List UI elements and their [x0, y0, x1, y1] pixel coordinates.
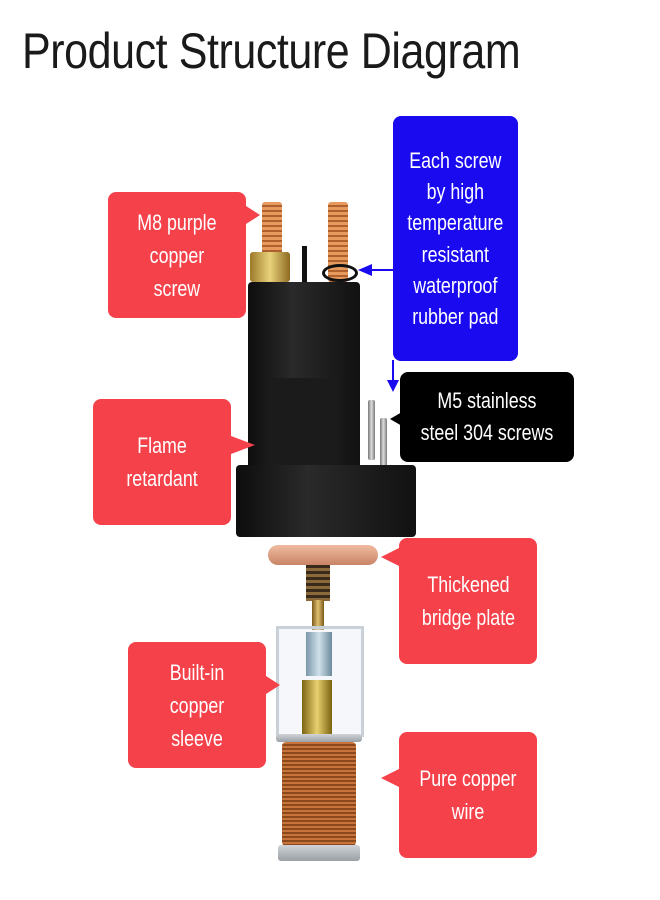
- callout-text: M5 stainless: [437, 388, 537, 414]
- callout-text: sleeve: [171, 725, 223, 751]
- pointer-arrow: [390, 412, 402, 426]
- callout-text: Pure copper: [419, 766, 517, 791]
- pointer-arrow: [246, 206, 260, 224]
- callout-text: resistant: [421, 241, 490, 267]
- callout-text: retardant: [126, 466, 198, 491]
- pointer-arrow: [231, 436, 255, 454]
- copper-coil: [282, 742, 356, 846]
- rubber-pad-ring: [322, 264, 358, 282]
- callout-text: Flame: [137, 433, 187, 458]
- callout-text: screw: [153, 275, 201, 301]
- plunger-rod: [312, 600, 324, 630]
- pointer-arrow: [266, 676, 280, 694]
- m8-screw-right: [328, 202, 348, 282]
- arrow-to-rubber-pad: [372, 269, 394, 271]
- coil-bottom-plate: [278, 845, 360, 861]
- spring: [306, 565, 330, 601]
- callout-text: steel 304 screws: [420, 420, 554, 445]
- hex-nut: [250, 252, 290, 282]
- iron-core: [306, 632, 332, 676]
- pointer-arrow: [381, 769, 399, 787]
- arrow-to-m5: [392, 360, 394, 382]
- pointer-arrow: [381, 548, 399, 566]
- callout-text: wire: [451, 799, 485, 824]
- m5-screw-2: [380, 418, 387, 472]
- callout-copper-wire: Pure copper wire: [399, 732, 537, 858]
- callout-text: by high: [426, 179, 485, 205]
- bridge-plate: [268, 545, 378, 565]
- callout-text: temperature: [407, 210, 504, 236]
- housing-panel: [270, 378, 340, 468]
- m5-screw-1: [368, 400, 375, 460]
- callout-text: copper: [149, 242, 205, 268]
- callout-text: Built-in copper: [169, 659, 225, 718]
- relay-base: [236, 465, 416, 537]
- arrow-head-left-icon: [358, 264, 372, 276]
- callout-text: waterproof: [413, 272, 498, 298]
- callout-m5-screws: M5 stainless steel 304 screws: [400, 372, 574, 462]
- callout-text: Thickened: [426, 572, 510, 597]
- arrow-head-down-icon: [387, 380, 399, 392]
- callout-bridge-plate: Thickened bridge plate: [399, 538, 537, 664]
- callout-text: rubber pad: [412, 303, 499, 329]
- copper-sleeve: [302, 680, 332, 736]
- callout-text: M8 purple: [137, 209, 217, 235]
- m8-screw-left: [262, 202, 282, 264]
- coil-top-plate: [276, 734, 362, 742]
- callout-flame-retardant: Flame retardant: [93, 399, 231, 525]
- callout-rubber-pad: Each screw by high temperature resistant…: [393, 116, 518, 361]
- callout-text: bridge plate: [421, 605, 515, 630]
- callout-copper-sleeve: Built-in copper sleeve: [128, 642, 266, 768]
- page-title: Product Structure Diagram: [22, 23, 521, 79]
- callout-m8-screw: M8 purple copper screw: [108, 192, 246, 318]
- callout-text: Each screw: [409, 147, 502, 173]
- terminal-pin: [302, 246, 307, 286]
